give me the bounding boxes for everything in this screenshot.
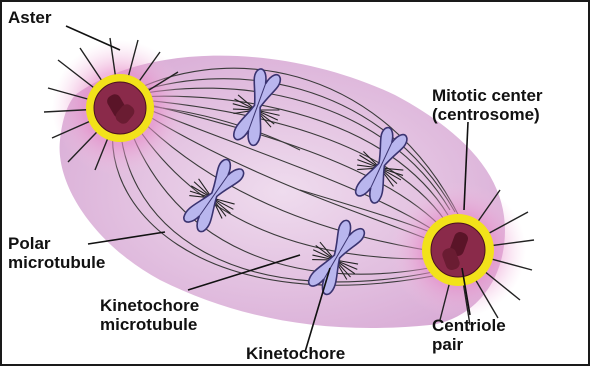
label-kinetochore-microtubule-2: microtubule — [100, 315, 197, 334]
label-kinetochore: Kinetochore — [246, 344, 345, 363]
label-polar-2: microtubule — [8, 253, 105, 272]
label-polar-1: Polar — [8, 234, 51, 253]
label-mitotic-center: Mitotic center — [432, 86, 543, 105]
label-kinetochore-microtubule-1: Kinetochore — [100, 296, 199, 315]
label-centrosome: (centrosome) — [432, 105, 540, 124]
label-aster: Aster — [8, 8, 51, 27]
label-centriole-1: Centriole — [432, 316, 506, 335]
label-centriole-2: pair — [432, 335, 463, 354]
